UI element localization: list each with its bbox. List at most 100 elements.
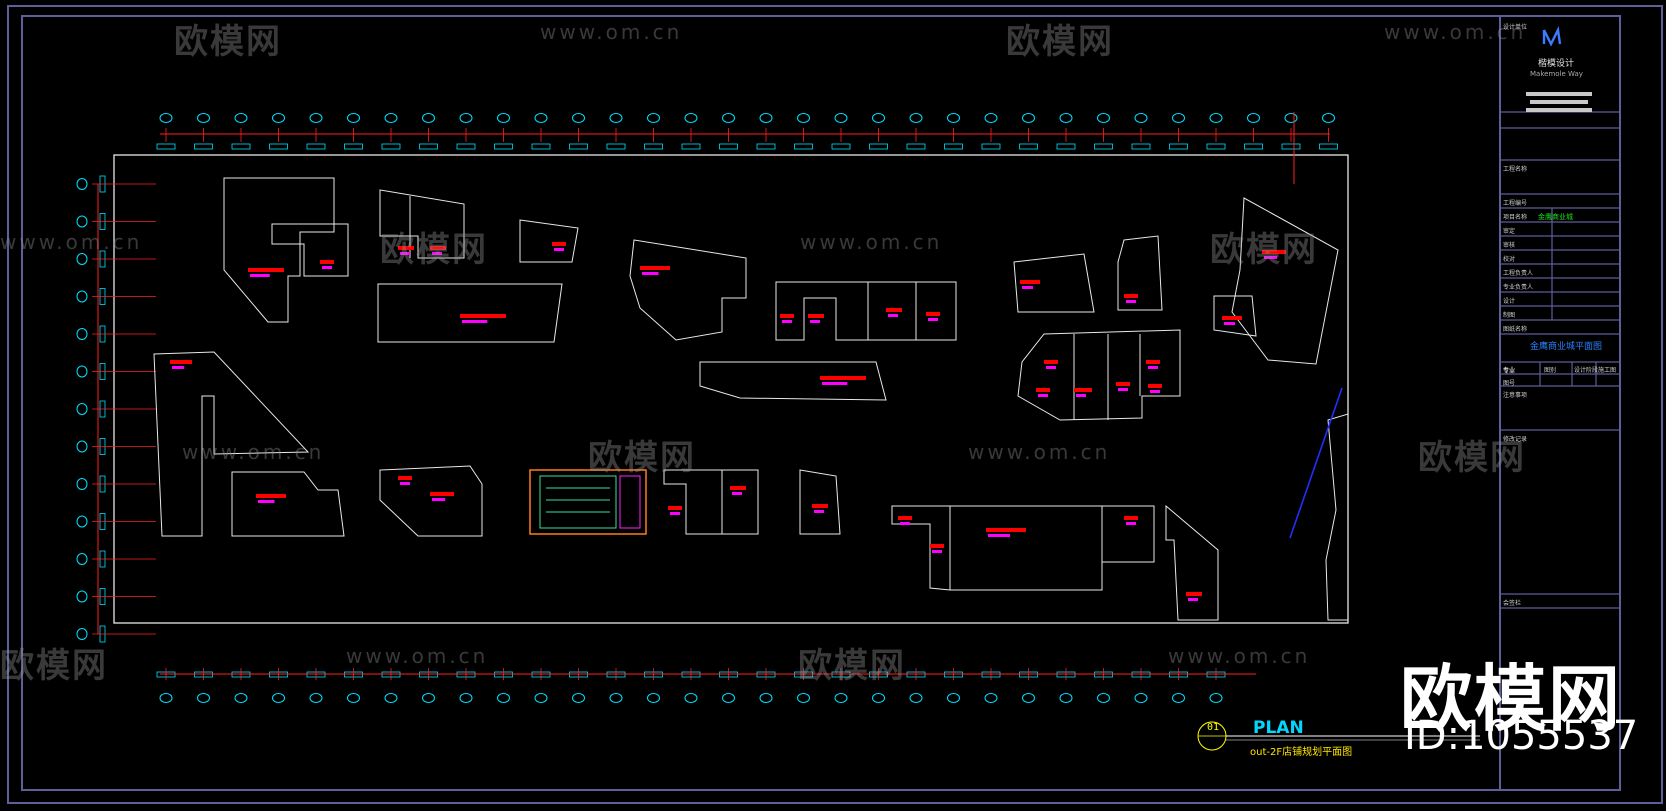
title-block-row-label: 工程名称 bbox=[1503, 166, 1528, 173]
axis-bubble bbox=[872, 113, 885, 123]
store-label-bar bbox=[812, 504, 828, 508]
store-label-sub bbox=[1148, 366, 1158, 369]
store-label-bar bbox=[320, 260, 334, 264]
dimension-tag bbox=[719, 143, 738, 150]
title-block-row-label: 校对 bbox=[1503, 256, 1516, 263]
store-label-sub bbox=[888, 314, 898, 317]
axis-bubble bbox=[984, 693, 998, 703]
dimension-tag bbox=[1244, 143, 1263, 150]
store-label-bar bbox=[248, 268, 284, 272]
axis-bubble bbox=[909, 113, 923, 123]
store-block bbox=[377, 283, 563, 343]
store-labels bbox=[170, 242, 1286, 601]
store-label-sub bbox=[462, 320, 488, 323]
axis-bubble bbox=[1022, 113, 1035, 123]
axis-bubble bbox=[609, 113, 623, 123]
store-label-bar bbox=[1074, 388, 1092, 392]
axis-bubble bbox=[797, 113, 810, 123]
store-block bbox=[1117, 235, 1163, 311]
store-label-bar bbox=[1124, 294, 1138, 298]
store-label-bar bbox=[1186, 592, 1202, 596]
title-block-row-label: 图纸名称 bbox=[1503, 326, 1528, 333]
store-block bbox=[663, 469, 759, 535]
axis-bubble bbox=[834, 693, 848, 703]
store-label-sub bbox=[928, 318, 938, 321]
store-block bbox=[699, 361, 887, 401]
axis-bubble bbox=[76, 178, 88, 190]
store-block bbox=[1325, 413, 1349, 621]
axis-bubble bbox=[647, 693, 660, 703]
store-label-bar bbox=[898, 516, 912, 520]
dimension-tag bbox=[1131, 143, 1151, 150]
store-label-sub bbox=[1076, 394, 1086, 397]
store-label-bar bbox=[398, 246, 414, 250]
axis-bubble bbox=[759, 693, 773, 703]
sheet-outer-frame bbox=[7, 5, 1663, 804]
title-block-row-label: 工程负责人 bbox=[1503, 270, 1534, 277]
dimension-tag bbox=[681, 143, 701, 150]
parking-detail-block bbox=[529, 469, 647, 535]
axis-bubble bbox=[76, 328, 88, 340]
store-label-bar bbox=[668, 506, 682, 510]
store-label-bar bbox=[1262, 250, 1286, 254]
store-block bbox=[891, 505, 1155, 591]
axis-bubble bbox=[1209, 113, 1223, 123]
plan-number: 01 bbox=[1206, 722, 1220, 733]
dimension-tag bbox=[1281, 143, 1301, 150]
axis-bubble bbox=[1172, 113, 1185, 123]
sheet-edge-line bbox=[1289, 387, 1343, 539]
axis-bubble bbox=[234, 693, 248, 703]
store-label-bar bbox=[170, 360, 192, 364]
store-label-bar bbox=[398, 476, 412, 480]
title-block-row-label: 审核 bbox=[1503, 242, 1516, 249]
axis-bubble bbox=[834, 113, 848, 123]
store-label-sub bbox=[322, 266, 332, 269]
dimension-tag bbox=[606, 143, 626, 150]
dimension-tag bbox=[1169, 143, 1188, 150]
axis-bubble bbox=[272, 113, 285, 123]
store-label-sub bbox=[1150, 390, 1160, 393]
axis-bubble bbox=[76, 403, 88, 415]
store-label-sub bbox=[814, 510, 824, 513]
store-label-bar bbox=[1044, 360, 1058, 364]
store-label-bar bbox=[780, 314, 794, 318]
store-block bbox=[1013, 253, 1095, 313]
axis-bubble bbox=[76, 290, 88, 303]
store-block bbox=[231, 471, 345, 537]
store-label-bar bbox=[1124, 516, 1138, 520]
axis-bubble bbox=[684, 113, 698, 123]
axis-bubble bbox=[197, 693, 210, 703]
store-label-sub bbox=[400, 252, 410, 255]
dimension-tag bbox=[981, 143, 1001, 150]
dimension-tag bbox=[1056, 143, 1076, 150]
store-block bbox=[1165, 504, 1219, 621]
axis-bubble bbox=[572, 693, 585, 703]
axis-bubble bbox=[1247, 113, 1260, 123]
store-label-sub bbox=[250, 274, 270, 277]
axis-bubble bbox=[1134, 113, 1148, 123]
axis-bubble bbox=[1022, 693, 1035, 703]
axis-bubble bbox=[76, 478, 88, 490]
dimension-tag bbox=[869, 143, 888, 150]
site-boundary bbox=[113, 154, 1349, 624]
axis-bubble bbox=[76, 253, 88, 265]
title-block-row-label: 图号 bbox=[1503, 380, 1516, 387]
dimension-tag bbox=[344, 143, 363, 150]
store-label-bar bbox=[552, 242, 566, 246]
dimension-tag bbox=[1319, 143, 1338, 150]
plan-title: PLAN bbox=[1253, 718, 1304, 738]
title-block-row-label: 注意事项 bbox=[1503, 392, 1528, 399]
store-label-sub bbox=[810, 320, 820, 323]
dimension-lines bbox=[92, 112, 1330, 680]
axis-bubble bbox=[459, 693, 473, 703]
store-label-bar bbox=[986, 528, 1026, 532]
axis-bubble bbox=[684, 693, 698, 703]
axis-bubble bbox=[1097, 693, 1110, 703]
axis-bubble bbox=[272, 693, 285, 703]
title-block-row-label: 专业负责人 bbox=[1503, 284, 1534, 291]
sheet-inner-frame bbox=[21, 15, 1621, 791]
axis-bubble bbox=[76, 515, 88, 528]
title-block-stage-cell: 专业 bbox=[1503, 367, 1516, 374]
store-label-sub bbox=[1264, 256, 1278, 259]
